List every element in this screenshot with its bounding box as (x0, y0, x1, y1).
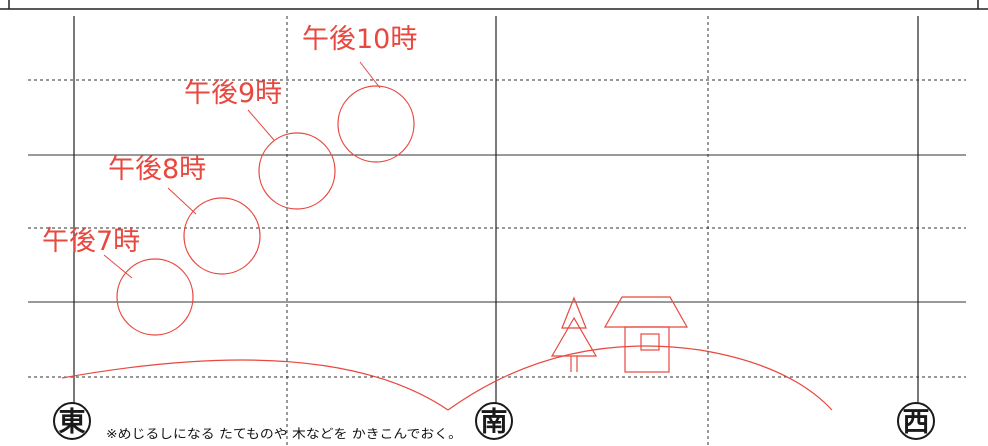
direction-south: 南 (475, 402, 513, 440)
moon-7pm: 午後7時 (42, 226, 194, 336)
tree-landmark (550, 296, 598, 372)
ground-curve-right (447, 345, 833, 411)
direction-west-label: 西 (903, 407, 930, 438)
leader-line-7pm (103, 254, 133, 279)
time-label-9pm: 午後9時 (184, 78, 282, 109)
moon-9pm: 午後9時 (184, 78, 336, 210)
direction-west: 西 (897, 402, 935, 440)
direction-east-label: 東 (59, 407, 86, 438)
direction-south-label: 南 (481, 407, 508, 438)
house-landmark (603, 296, 689, 373)
moon-8pm: 午後8時 (108, 154, 261, 275)
ground-curve-left (61, 359, 449, 411)
leader-line-9pm (247, 109, 275, 141)
leader-line-10pm (359, 61, 381, 89)
direction-east: 東 (53, 402, 91, 440)
moon-10pm: 午後10時 (302, 24, 417, 163)
time-label-10pm: 午後10時 (302, 24, 417, 55)
leader-line-8pm (167, 187, 197, 215)
instruction-note: ※めじるしになる たてものや 木などを かきこんでおく。 (106, 426, 462, 441)
time-label-7pm: 午後7時 (42, 226, 140, 257)
time-label-8pm: 午後8時 (108, 154, 206, 185)
